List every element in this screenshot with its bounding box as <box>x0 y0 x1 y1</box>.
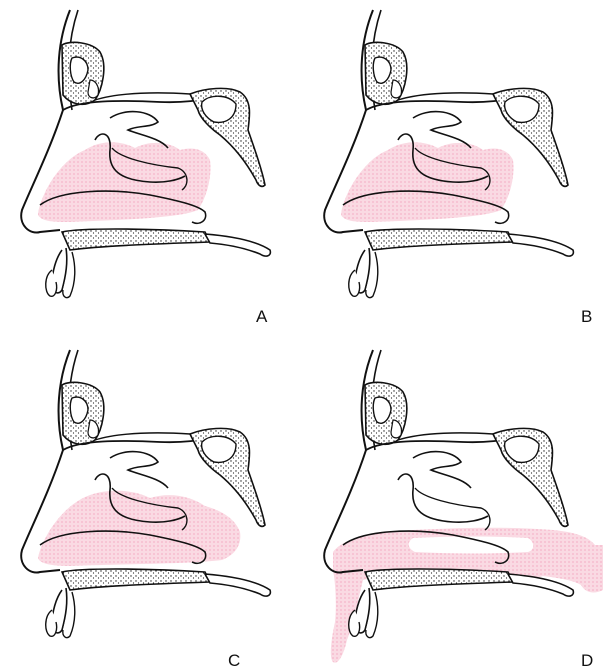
panel-label: A <box>256 308 267 325</box>
panel-label: D <box>581 652 593 669</box>
panel-b: B <box>303 0 603 330</box>
nasal-cavity-diagram-a <box>0 0 300 330</box>
panel-c: C <box>0 340 300 670</box>
panel-label: B <box>581 308 592 325</box>
nasal-cavity-diagram-d <box>303 340 603 670</box>
panel-label: C <box>228 652 240 669</box>
mucosa-highlight <box>38 142 211 222</box>
nasal-cavity-diagram-c <box>0 340 300 670</box>
panel-d: D <box>303 340 603 670</box>
mucosa-highlight <box>38 491 240 566</box>
nasal-cavity-diagram-b <box>303 0 603 330</box>
mucosa-highlight <box>341 142 514 222</box>
panel-a: A <box>0 0 300 330</box>
